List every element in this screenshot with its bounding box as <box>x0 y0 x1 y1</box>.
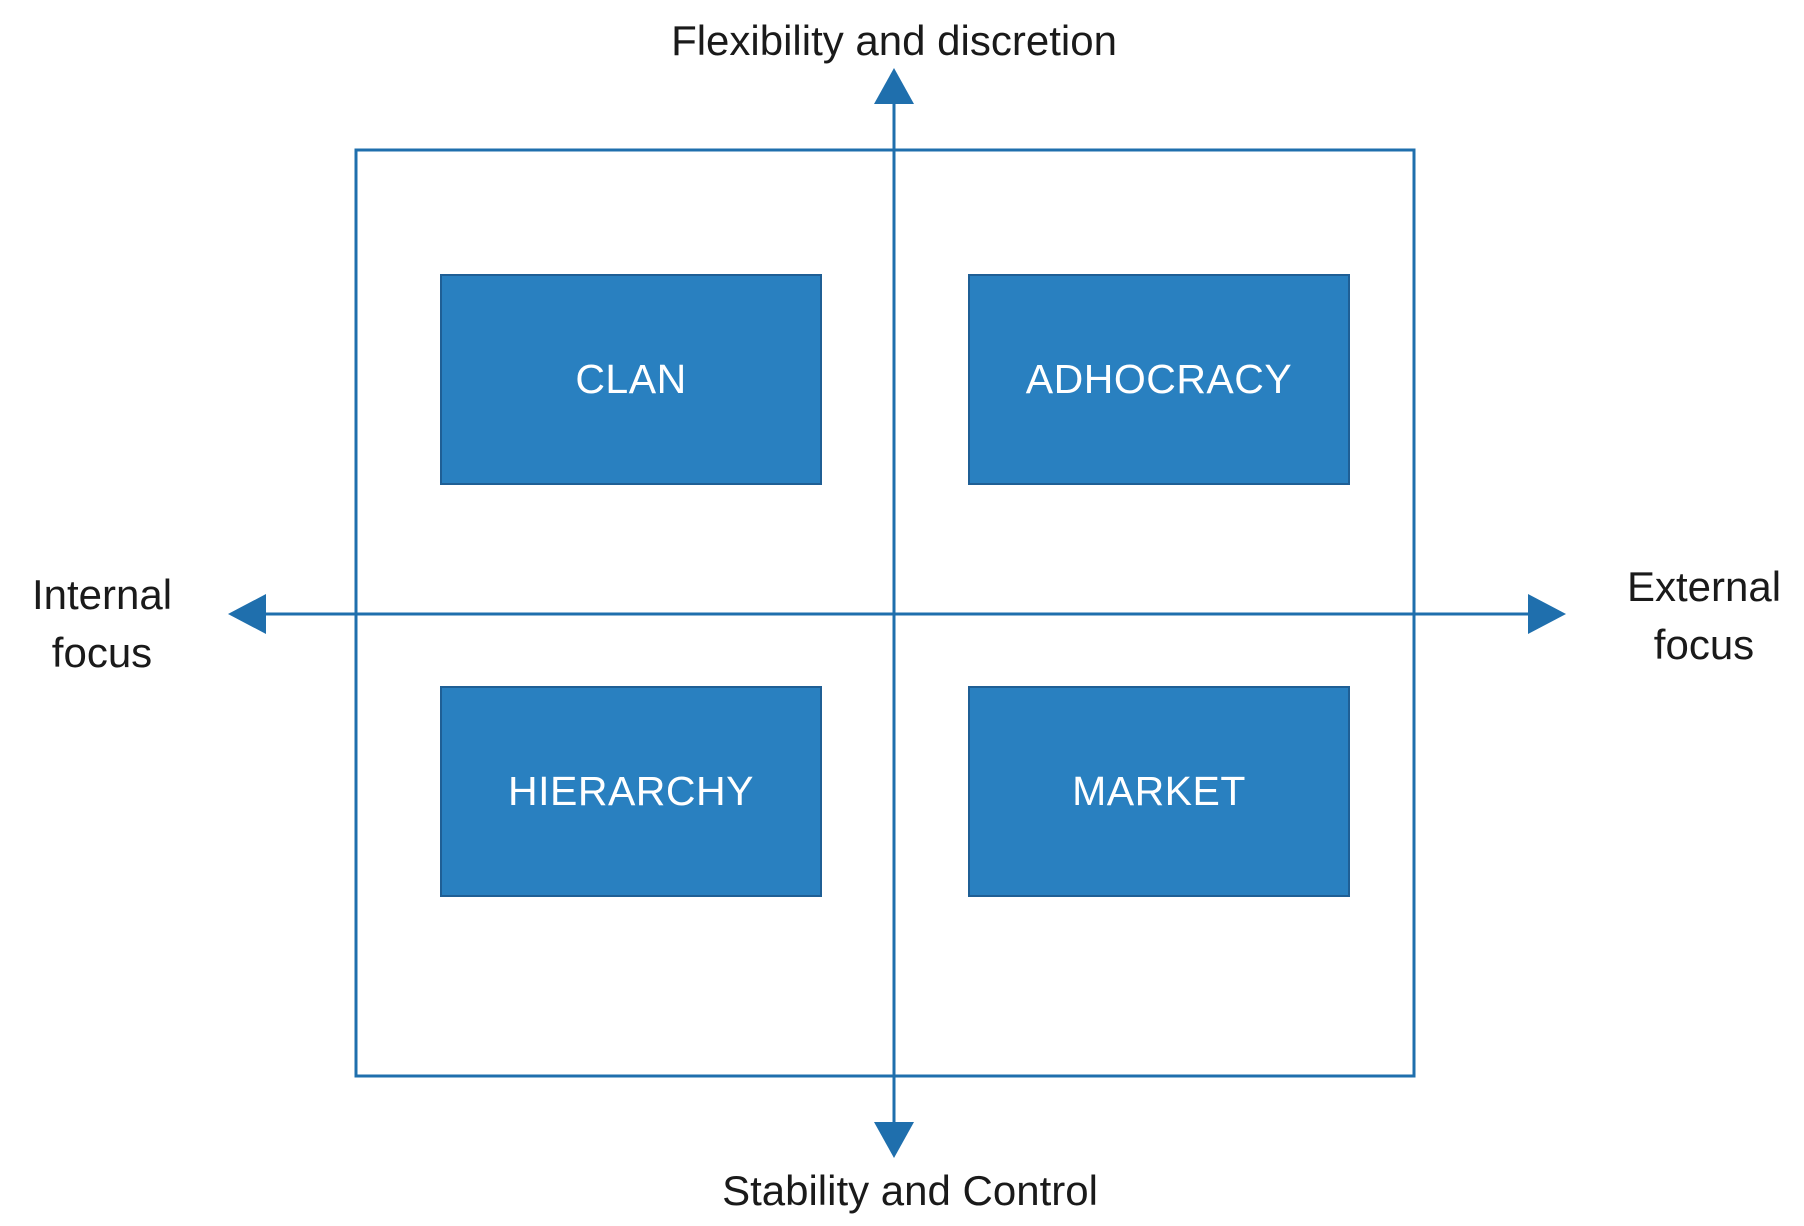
left-axis-label-line2: focus <box>51 629 153 676</box>
quadrant-adhocracy-label: ADHOCRACY <box>1025 356 1293 402</box>
arrow-up-icon <box>874 68 914 104</box>
right-axis-label-line2: focus <box>1653 621 1755 668</box>
left-axis-label-line1: Internal <box>31 571 173 618</box>
quadrant-clan: CLAN <box>440 274 822 485</box>
quadrant-hierarchy-label: HIERARCHY <box>508 768 754 814</box>
quadrant-market-label: MARKET <box>1072 768 1246 814</box>
quadrant-clan-label: CLAN <box>575 356 687 402</box>
quadrant-hierarchy: HIERARCHY <box>440 686 822 897</box>
arrow-right-icon <box>1528 594 1566 634</box>
quadrant-market: MARKET <box>968 686 1350 897</box>
left-axis-label: Internal focus <box>14 566 190 682</box>
top-axis-label: Flexibility and discretion <box>671 17 1117 64</box>
right-axis-label-line1: External <box>1626 563 1782 610</box>
right-axis-label: External focus <box>1614 558 1794 674</box>
bottom-axis-label: Stability and Control <box>722 1167 1098 1214</box>
arrow-left-icon <box>228 594 266 634</box>
arrow-down-icon <box>874 1122 914 1158</box>
quadrant-adhocracy: ADHOCRACY <box>968 274 1350 485</box>
